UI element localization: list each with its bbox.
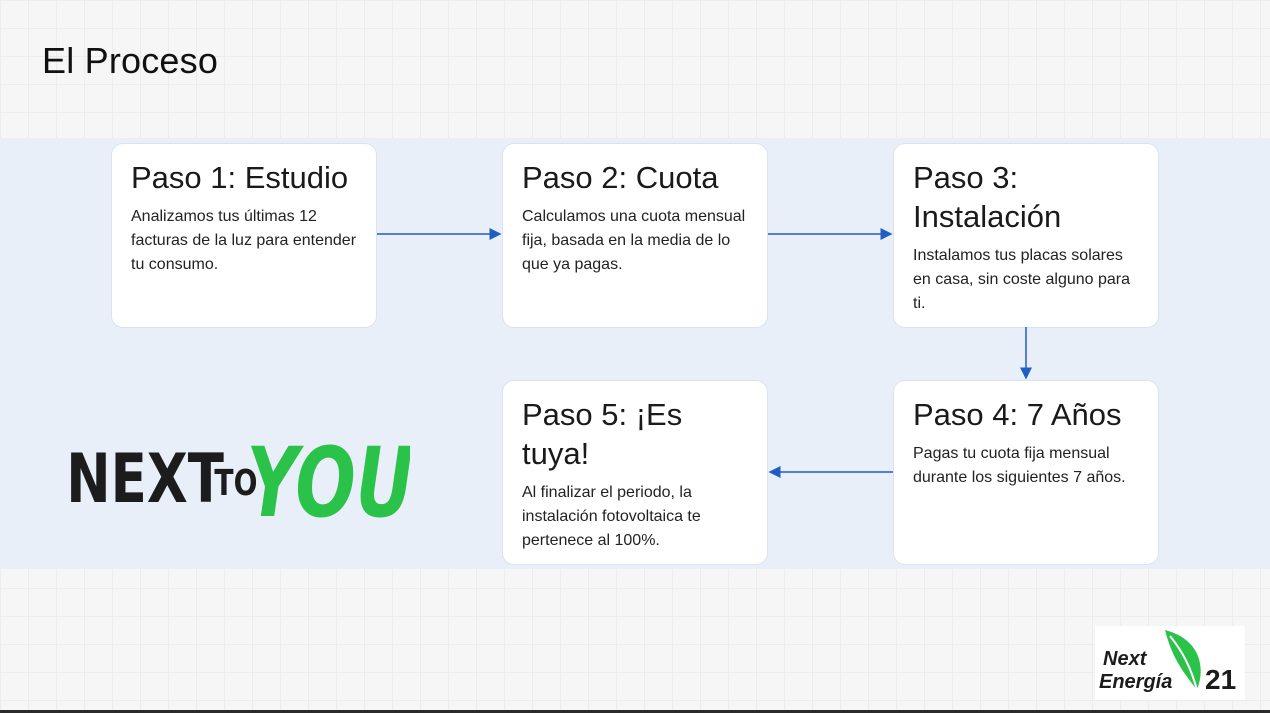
step-text: Pagas tu cuota fija mensual durante los … (913, 445, 1126, 486)
step-title: Paso 4: 7 Años (913, 397, 1122, 432)
brand-line1: Next (1103, 648, 1148, 670)
step-text: Analizamos tus últimas 12 facturas de la… (131, 208, 357, 273)
step-text: Al finalizar el periodo, la instalación … (522, 484, 701, 549)
step-card-5: Paso 5: ¡Es tuya! Al finalizar el period… (502, 380, 768, 565)
logo-to-text: TO (214, 462, 257, 504)
logo-you-text: YOU (246, 427, 410, 538)
step-title: Paso 2: Cuota (522, 160, 719, 195)
bottom-border (0, 710, 1270, 713)
step-card-4: Paso 4: 7 Años Pagas tu cuota fija mensu… (893, 380, 1159, 565)
step-text: Calculamos una cuota mensual fija, basad… (522, 208, 746, 273)
next-energia-21-logo: Next Energía 21 (1095, 626, 1245, 700)
step-card-3: Paso 3: Instalación Instalamos tus placa… (893, 143, 1159, 328)
step-title: Paso 5: ¡Es tuya! (522, 397, 683, 471)
step-title: Paso 3: Instalación (913, 160, 1062, 234)
step-card-1: Paso 1: Estudio Analizamos tus últimas 1… (111, 143, 377, 328)
next-to-you-logo: NEXT TO YOU (66, 427, 410, 538)
step-text: Instalamos tus placas solares en casa, s… (913, 247, 1131, 312)
brand-line2: Energía (1099, 671, 1172, 693)
brand-number: 21 (1205, 664, 1236, 695)
step-title: Paso 1: Estudio (131, 160, 349, 195)
step-card-2: Paso 2: Cuota Calculamos una cuota mensu… (502, 143, 768, 328)
page-title: El Proceso (42, 40, 219, 81)
logo-next-text: NEXT (66, 440, 224, 519)
